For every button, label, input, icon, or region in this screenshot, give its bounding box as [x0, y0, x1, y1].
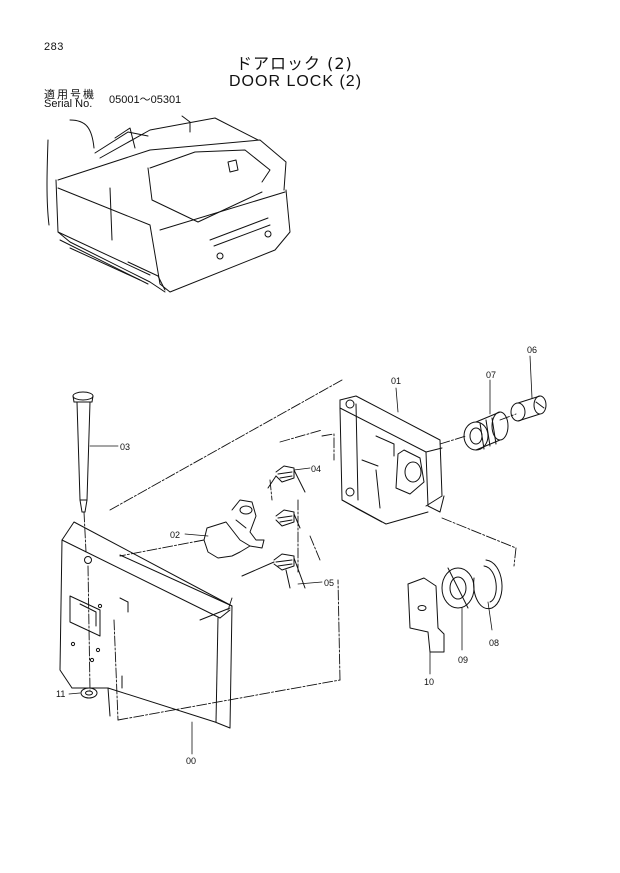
latch-hook [203, 499, 265, 559]
serial-label-english: Serial No. [44, 98, 93, 110]
part-label-00: 00 [186, 756, 196, 766]
spring-upper [267, 465, 306, 493]
nut [441, 567, 475, 609]
part-labels: 00 01 02 03 04 05 06 07 08 09 10 11 [56, 345, 537, 766]
part-label-10: 10 [424, 677, 434, 687]
serial-label-japanese: 適用号機 [44, 88, 96, 101]
serial-range: 05001～05301 [109, 94, 182, 106]
snap-ring [473, 559, 503, 610]
part-label-04: 04 [311, 464, 321, 474]
threaded-bushing [463, 411, 509, 451]
title-english: DOOR LOCK (2) [229, 73, 363, 90]
part-label-09: 09 [458, 655, 468, 665]
part-label-07: 07 [486, 370, 496, 380]
part-label-05: 05 [324, 578, 334, 588]
pin [72, 391, 94, 513]
part-label-06: 06 [527, 345, 537, 355]
lever-plate [407, 577, 445, 653]
part-label-08: 08 [489, 638, 499, 648]
page-number: 283 [44, 41, 64, 53]
spring-middle [275, 509, 301, 529]
part-label-03: 03 [120, 442, 130, 452]
washer [80, 687, 98, 699]
machine-overview-illustration [46, 115, 291, 293]
door-panel [59, 521, 233, 729]
title-japanese: ドアロック (2) [236, 54, 353, 73]
part-label-01: 01 [391, 376, 401, 386]
part-label-02: 02 [170, 530, 180, 540]
leader-lines [68, 355, 533, 755]
lock-cylinder [510, 395, 547, 422]
spring-lower [241, 553, 306, 589]
assembly-lines [83, 379, 517, 721]
bracket-housing [339, 395, 445, 525]
part-label-11: 11 [56, 689, 65, 699]
